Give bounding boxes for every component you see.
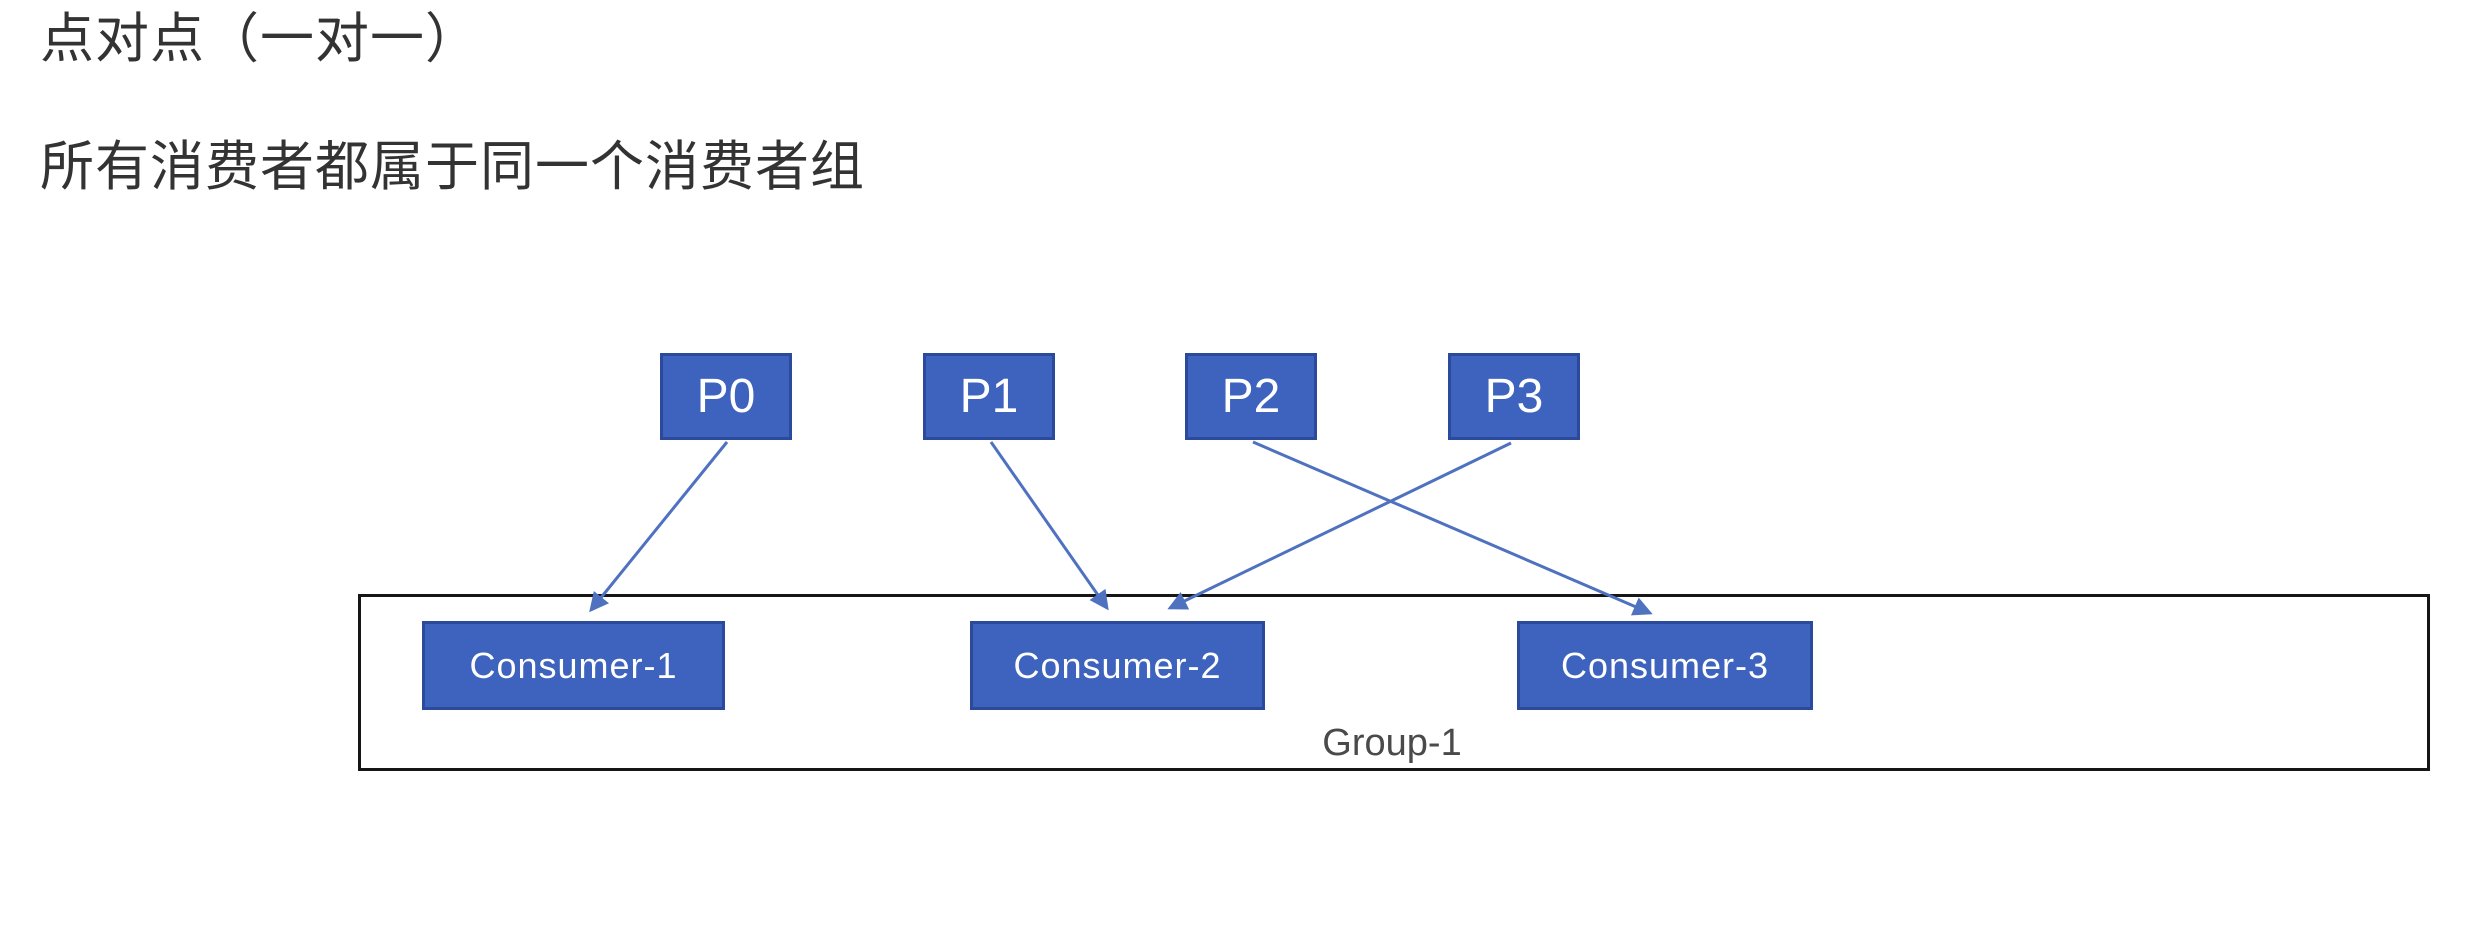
- partition-box-p1: P1: [923, 353, 1055, 440]
- consumer-box-2: Consumer-2: [970, 621, 1265, 710]
- partition-label-p0: P0: [696, 370, 756, 423]
- page-title: 点对点（一对一）: [40, 9, 480, 69]
- consumer-label-1: Consumer-1: [469, 644, 678, 686]
- partition-box-p0: P0: [660, 353, 792, 440]
- partition-label-p3: P3: [1484, 370, 1544, 423]
- group-label: Group-1: [1322, 722, 1462, 764]
- consumer-box-3: Consumer-3: [1517, 621, 1813, 710]
- arrow-p2-to-consumer-3: [1252, 440, 1653, 616]
- consumer-label-3: Consumer-3: [1560, 644, 1770, 686]
- partition-label-p1: P1: [959, 370, 1019, 423]
- subtitle: 所有消费者都属于同一个消费者组: [40, 137, 865, 197]
- arrow-p3-to-consumer-2: [1167, 441, 1512, 610]
- partition-label-p2: P2: [1221, 370, 1281, 423]
- partition-box-p2: P2: [1185, 353, 1317, 440]
- arrow-p0-to-consumer-1: [589, 441, 729, 613]
- consumer-label-2: Consumer-2: [1013, 644, 1222, 686]
- consumer-box-1: Consumer-1: [422, 621, 725, 710]
- arrow-p1-to-consumer-2: [989, 441, 1109, 611]
- partition-box-p3: P3: [1448, 353, 1580, 440]
